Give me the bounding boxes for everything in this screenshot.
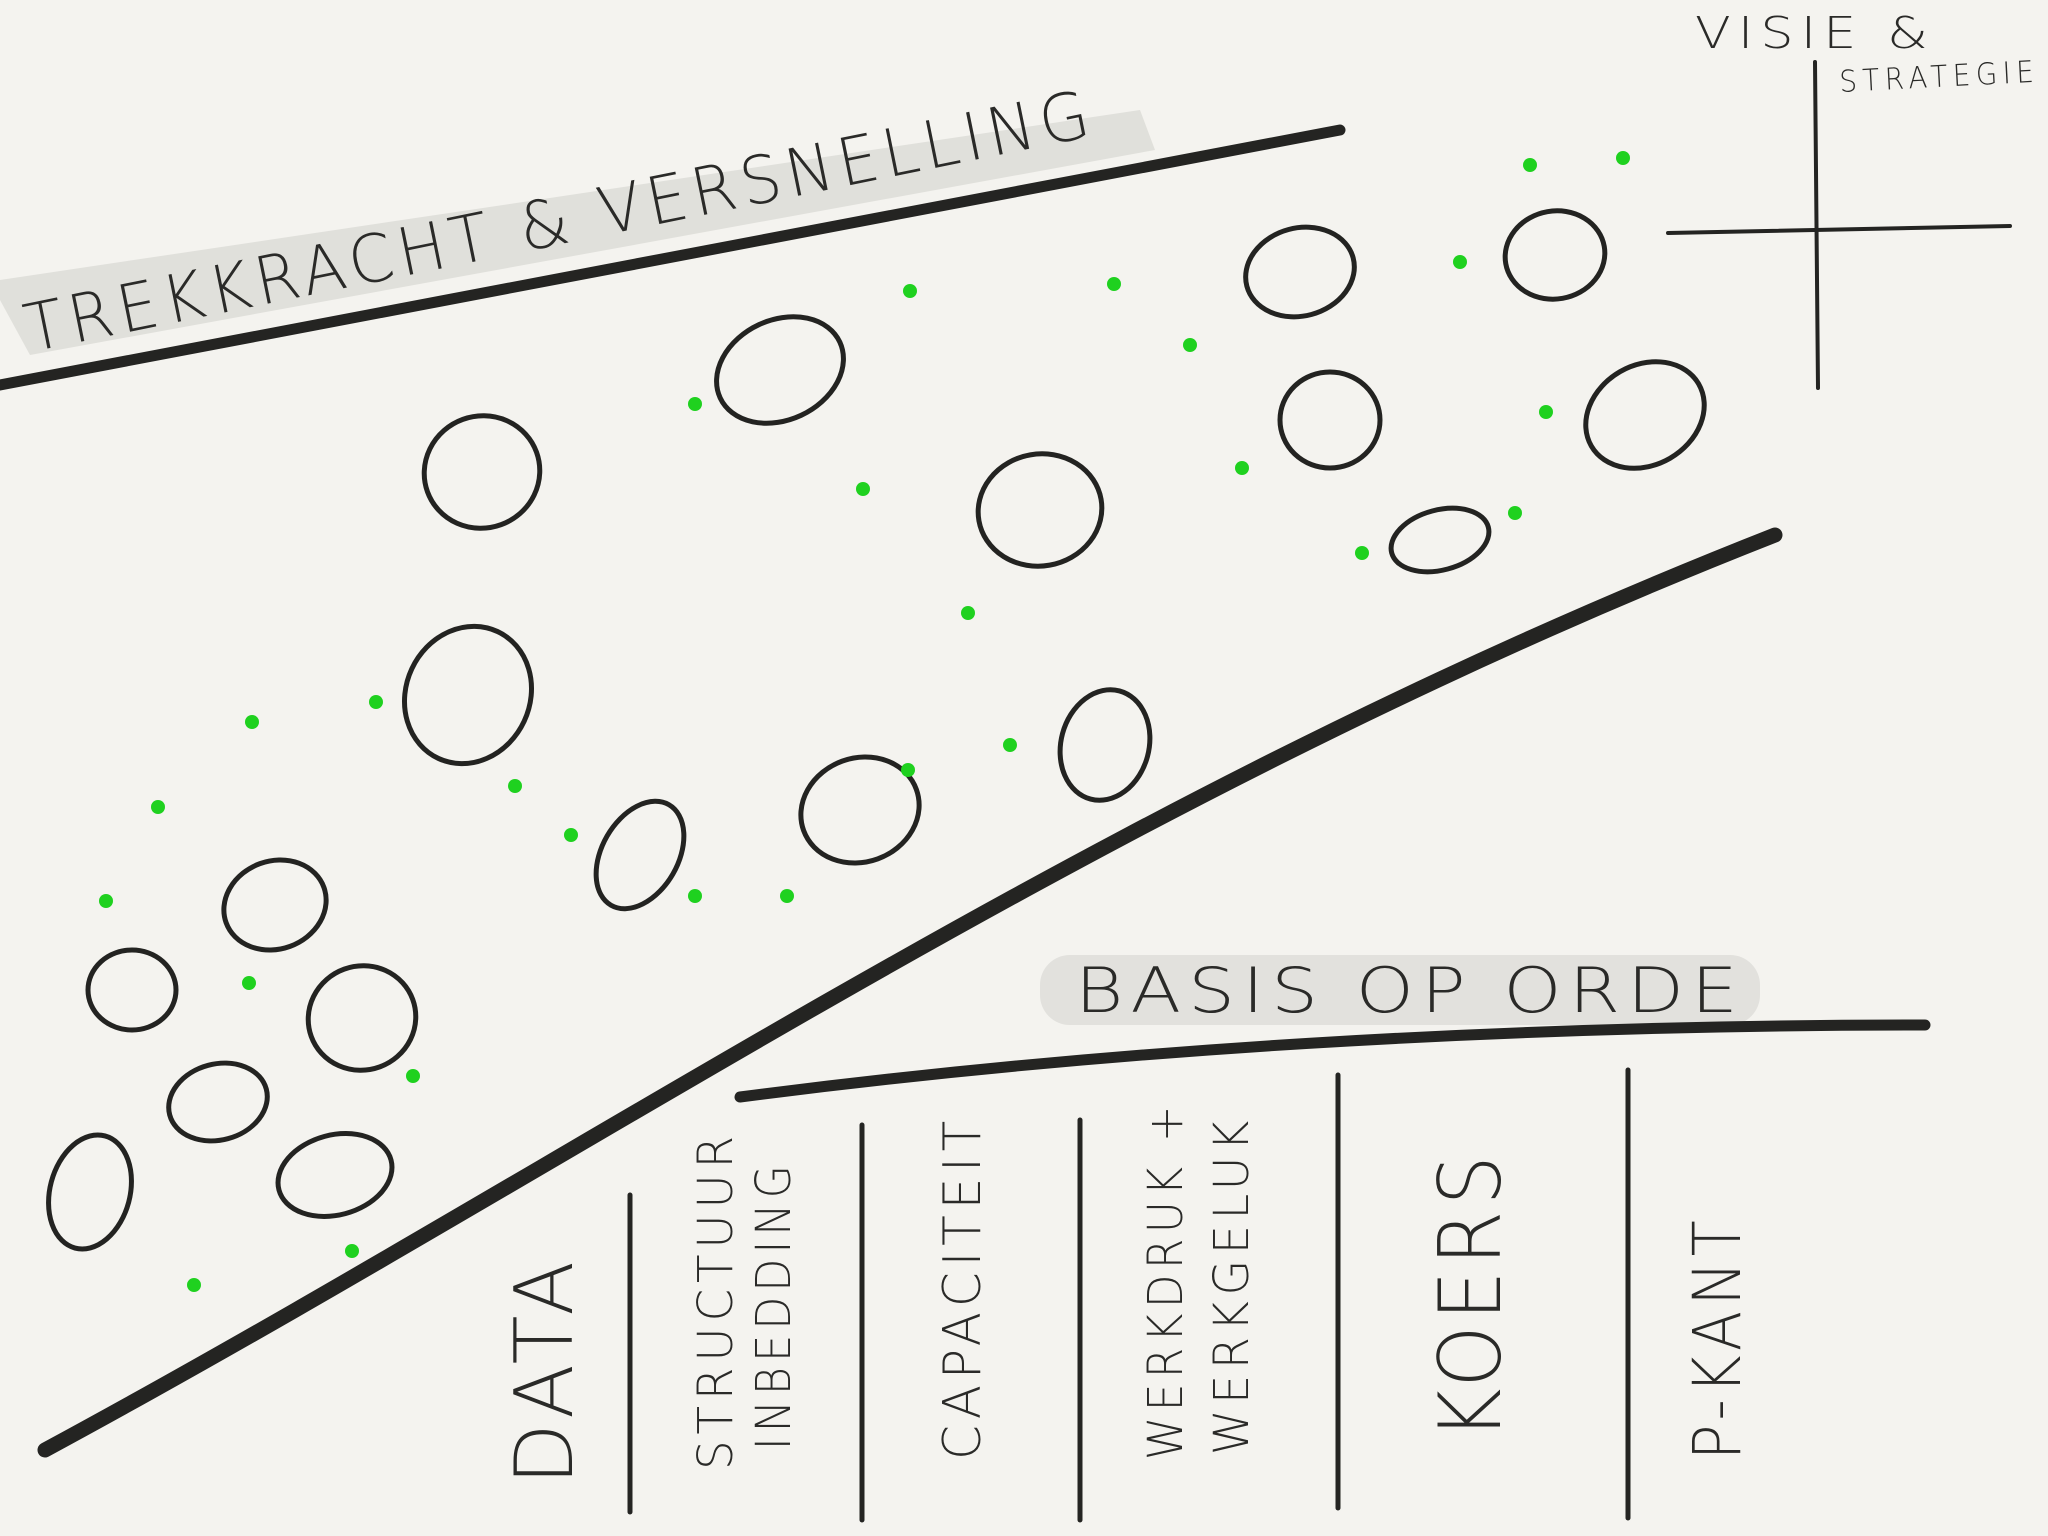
column-data: DATA (498, 1255, 591, 1485)
oval-shape (221, 857, 329, 953)
green-dot (780, 889, 794, 903)
green-dot (345, 1244, 359, 1258)
top-diagonal-line (0, 124, 1346, 391)
green-dot (688, 397, 702, 411)
green-dot (1355, 546, 1369, 560)
column-label: DATA (498, 1255, 591, 1485)
column-label: CAPACITEIT (933, 1115, 993, 1460)
green-dot (369, 695, 383, 709)
oval-shape (85, 947, 179, 1033)
oval-shape (1583, 359, 1707, 471)
column-capaciteit: CAPACITEIT (933, 1115, 993, 1460)
column-pkant: P-KANT (1679, 1215, 1756, 1460)
base-banner-highlight (1040, 955, 1760, 1025)
axis-horizontal-line (1666, 224, 2012, 235)
green-dot (901, 763, 915, 777)
top-banner-text: TREKKRACHT & VERSNELLING (18, 75, 1101, 368)
oval-shape (1277, 369, 1383, 471)
axis-vertical-line (1813, 60, 1820, 390)
column-label: STRUCTUUR (688, 1130, 744, 1470)
green-dot (856, 482, 870, 496)
column-label: P-KANT (1679, 1215, 1756, 1460)
oval-shape (275, 1131, 395, 1219)
green-dot (406, 1069, 420, 1083)
oval-shape (401, 623, 535, 767)
oval-shape (975, 451, 1105, 569)
oval-shape (305, 963, 419, 1073)
ovals-group (46, 208, 1707, 1252)
column-label: KOERS (1421, 1150, 1521, 1440)
oval-shape (714, 314, 846, 426)
oval-shape (1502, 208, 1608, 302)
green-dot (1183, 338, 1197, 352)
top-banner-highlight (0, 110, 1155, 355)
main-diagonal-line (37, 527, 1783, 1458)
green-dot (1235, 461, 1249, 475)
green-dot (564, 828, 578, 842)
corner-label-line2: STRATEGIE (1839, 55, 2041, 100)
column-werkdruk: WERKDRUK + WERKGELUK (1138, 1100, 1260, 1460)
green-dot (242, 976, 256, 990)
green-dot (187, 1278, 201, 1292)
green-dot (1616, 151, 1630, 165)
oval-shape (421, 413, 543, 531)
green-dot (99, 894, 113, 908)
oval-shape (593, 798, 687, 912)
base-banner-underline (734, 1019, 1931, 1103)
green-dots-group (99, 151, 1630, 1292)
green-dot (1539, 405, 1553, 419)
oval-shape (1243, 224, 1357, 320)
column-label: WERKGELUK (1204, 1115, 1260, 1455)
column-structuur: STRUCTUUR INBEDDING (688, 1130, 802, 1470)
corner-label-line1: VISIE & (1695, 8, 1935, 59)
oval-shape (1057, 687, 1153, 803)
green-dot (245, 715, 259, 729)
green-dot (1523, 158, 1537, 172)
green-dot (151, 800, 165, 814)
green-dot (688, 889, 702, 903)
green-dot (1003, 738, 1017, 752)
column-label: INBEDDING (746, 1160, 802, 1450)
oval-shape (798, 754, 922, 866)
column-koers: KOERS (1421, 1150, 1521, 1440)
column-label: WERKDRUK + (1138, 1100, 1194, 1460)
oval-shape (46, 1132, 134, 1252)
green-dot (961, 606, 975, 620)
oval-shape (166, 1060, 270, 1144)
green-dot (1453, 255, 1467, 269)
oval-shape (1388, 505, 1492, 575)
green-dot (1508, 506, 1522, 520)
green-dot (1107, 277, 1121, 291)
green-dot (903, 284, 917, 298)
green-dot (508, 779, 522, 793)
base-banner-text: BASIS OP ORDE (1075, 954, 1745, 1027)
